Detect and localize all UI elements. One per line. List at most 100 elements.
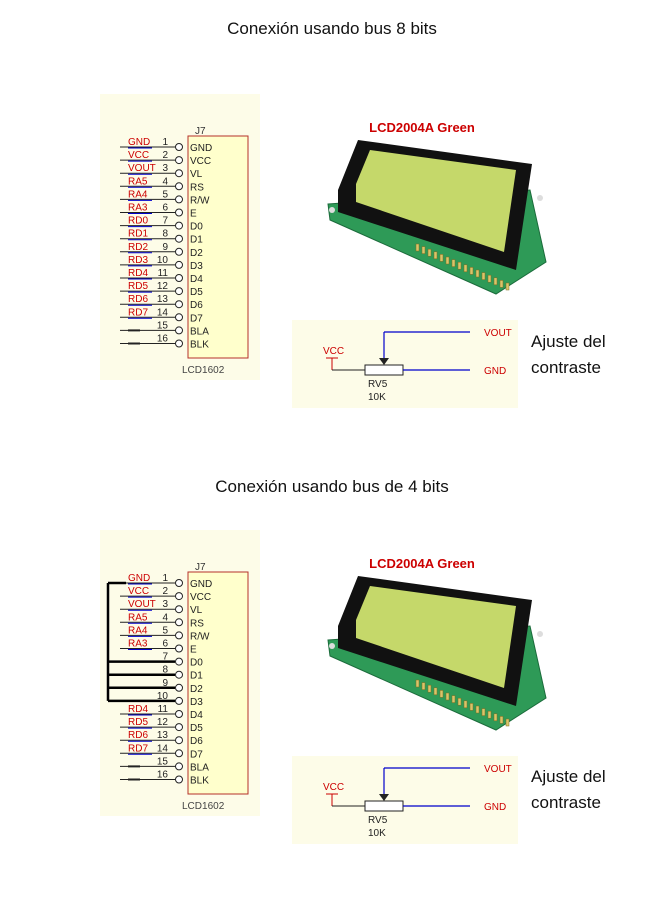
pin-terminal — [175, 260, 183, 269]
lcd-header-pin — [457, 697, 462, 706]
lcd-screen — [356, 150, 516, 252]
lcd-header-pin — [475, 269, 480, 278]
net-label: VOUT — [128, 599, 156, 610]
pin-terminal — [175, 579, 183, 587]
lcd-header-pin — [451, 695, 456, 703]
pin-name: RS — [190, 618, 204, 629]
pin-number: 3 — [162, 163, 168, 174]
pin-name: RS — [190, 182, 204, 193]
pin-name: VL — [190, 169, 203, 180]
pin-terminal — [175, 644, 183, 653]
vcc-label: VCC — [323, 346, 344, 357]
pin-number: 16 — [157, 334, 169, 345]
pot-designator: RV5 — [368, 379, 388, 390]
net-label: VOUT — [128, 163, 156, 174]
mounting-hole — [329, 643, 335, 649]
pin-number: 1 — [162, 137, 168, 148]
pin-number: 10 — [157, 691, 169, 702]
wiper-arrow — [379, 794, 389, 801]
pin-name: D2 — [190, 248, 203, 259]
net-label: RA3 — [128, 203, 148, 214]
pin-number: 4 — [162, 612, 168, 623]
pin-name: BLK — [190, 340, 209, 351]
pin-terminal — [175, 234, 183, 243]
pin-terminal — [175, 605, 183, 614]
pin-number: 10 — [157, 255, 169, 266]
pin-terminal — [175, 169, 183, 178]
net-label: RD4 — [128, 268, 148, 279]
lcd-header-pin — [445, 692, 450, 701]
pin-name: D5 — [190, 723, 203, 734]
lcd-header-pin — [463, 264, 468, 273]
pin-terminal — [175, 247, 183, 256]
pin-number: 5 — [162, 189, 168, 200]
pin-terminal — [175, 762, 183, 771]
pin-number: 6 — [162, 639, 168, 650]
pin-number: 12 — [157, 281, 169, 292]
mounting-hole — [537, 195, 543, 201]
pin-number: 4 — [162, 176, 168, 187]
lcd-header-pin — [487, 274, 492, 283]
lcd-header-pin — [481, 708, 486, 716]
pin-number: 11 — [158, 704, 169, 715]
lcd-header-pin — [487, 710, 492, 719]
pin-terminal — [175, 182, 183, 191]
part-designator: J7 — [195, 562, 206, 573]
pin-name: D0 — [190, 222, 203, 233]
pin-terminal — [175, 696, 183, 705]
lcd-header-pin — [469, 703, 474, 711]
pin-number: 13 — [157, 294, 169, 305]
lcd-header-pin — [505, 282, 510, 291]
net-label: RD7 — [128, 743, 148, 754]
pin-name: D3 — [190, 261, 203, 272]
pin-number: 15 — [157, 756, 169, 767]
pin-number: 2 — [162, 586, 168, 597]
pin-name: BLA — [190, 326, 209, 337]
pin-terminal — [175, 143, 183, 151]
pin-terminal — [175, 156, 183, 165]
contrast-caption-line1: Ajuste del — [531, 332, 606, 351]
vcc-label: VCC — [323, 782, 344, 793]
net-label: RD5 — [128, 717, 148, 728]
pin-terminal — [175, 339, 183, 348]
pin-terminal — [175, 749, 183, 758]
pin-number: 14 — [157, 307, 169, 318]
lcd-header-pin — [463, 700, 468, 709]
lcd-module-image-8bit: LCD2004A Green — [327, 120, 547, 295]
part-designator: J7 — [195, 126, 206, 137]
pin-number: 1 — [162, 573, 168, 584]
net-label: VCC — [128, 586, 149, 597]
pin-terminal — [175, 736, 183, 745]
pin-terminal — [175, 313, 183, 322]
net-label: RD0 — [128, 216, 148, 227]
lcd-header-pin — [493, 277, 498, 286]
pin-name: D6 — [190, 736, 203, 747]
pin-name: D3 — [190, 697, 203, 708]
pin-number: 9 — [162, 678, 168, 689]
net-label: RD6 — [128, 730, 148, 741]
pin-number: 11 — [158, 268, 169, 279]
net-label: RD7 — [128, 307, 148, 318]
pin-terminal — [175, 723, 183, 732]
contrast-caption-line2: contraste — [531, 793, 601, 812]
net-label: RD5 — [128, 281, 148, 292]
pin-terminal — [175, 683, 183, 692]
pin-terminal — [175, 274, 183, 282]
lcd-module-image-4bit: LCD2004A Green — [327, 556, 547, 731]
pin-name: BLK — [190, 776, 209, 787]
mounting-hole — [329, 207, 335, 213]
net-label: RA3 — [128, 639, 148, 650]
pin-number: 2 — [162, 150, 168, 161]
contrast-background — [292, 320, 518, 408]
wiper-arrow — [379, 358, 389, 365]
pin-name: R/W — [190, 195, 210, 206]
lcd-header-pin — [421, 682, 426, 690]
vout-label: VOUT — [484, 764, 512, 775]
net-label: GND — [128, 573, 150, 584]
lcd-model-label: LCD2004A Green — [369, 556, 475, 571]
gnd-label: GND — [484, 366, 506, 377]
lcd-model-label: LCD2004A Green — [369, 120, 475, 135]
lcd-header-pin — [481, 272, 486, 280]
pin-terminal — [175, 326, 183, 335]
part-name: LCD1602 — [182, 365, 225, 376]
